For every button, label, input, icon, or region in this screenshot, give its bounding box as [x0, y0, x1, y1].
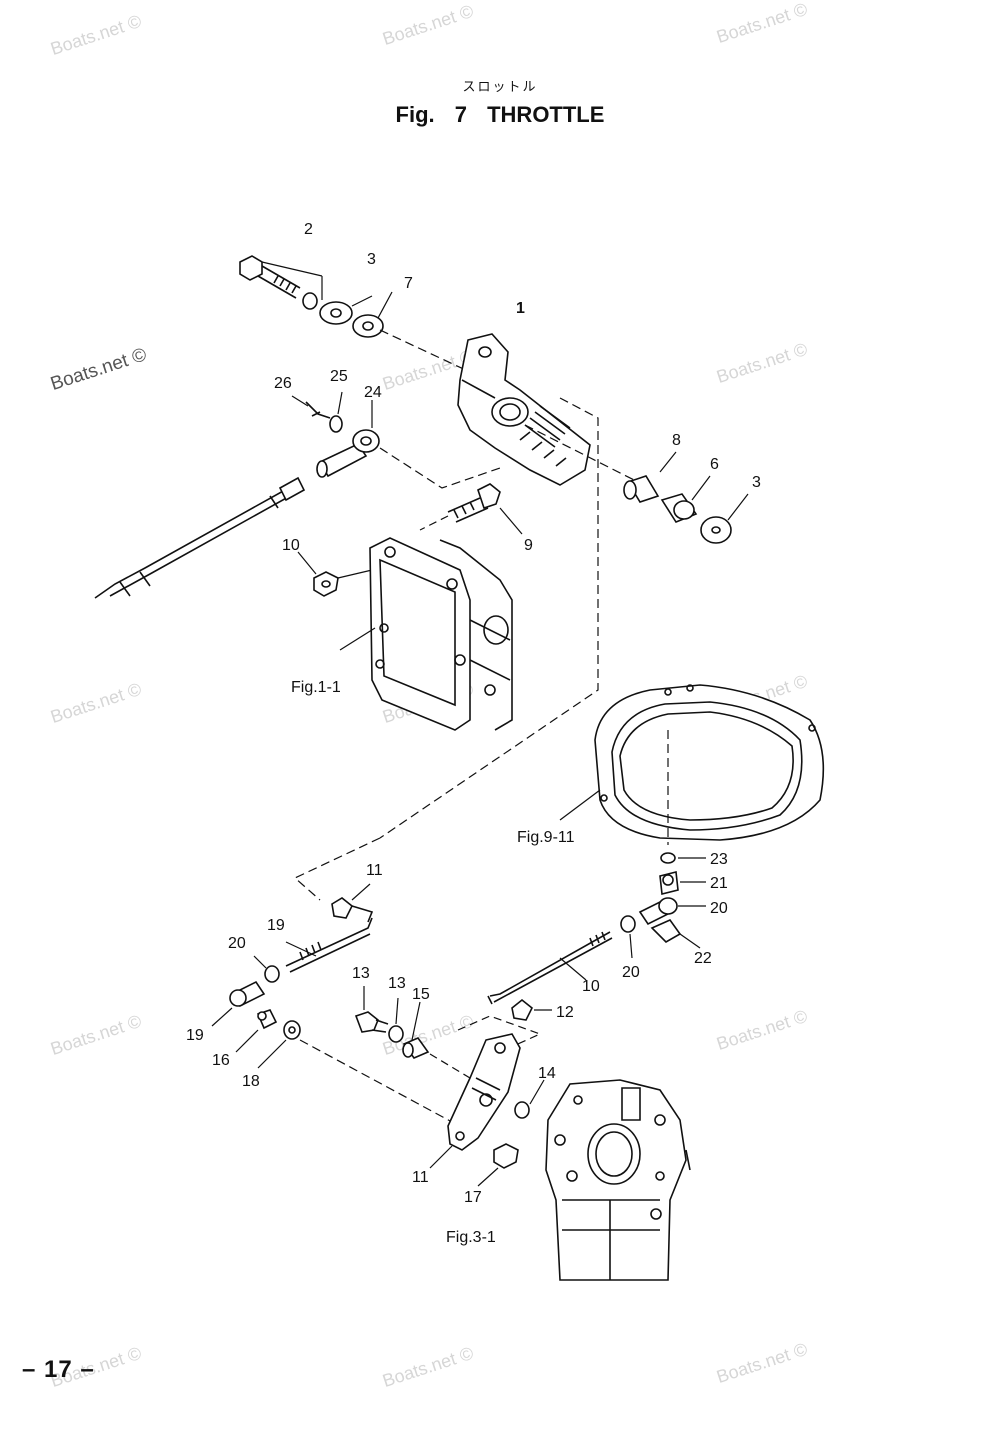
rod-18	[285, 917, 373, 973]
bolt-12	[354, 1011, 389, 1033]
callout-12: 13	[352, 965, 370, 982]
callout-26: 26	[274, 375, 292, 392]
callout-11-lever: 11	[412, 1169, 429, 1186]
callout-14: 15	[412, 986, 430, 1003]
housing-fig-1-1	[369, 537, 513, 731]
washer-5	[352, 314, 384, 338]
collar-6	[623, 475, 660, 503]
collar-14	[402, 1037, 430, 1059]
washer-23	[660, 852, 676, 864]
callout-19b: 20	[710, 900, 728, 917]
callout-4: 6	[710, 456, 719, 473]
clip-10b	[511, 998, 534, 1021]
nut-8	[313, 571, 339, 597]
bolt-2	[239, 255, 301, 299]
washer-3	[319, 301, 353, 325]
callout-19: 19	[186, 1027, 204, 1044]
callout-18: 19	[267, 917, 285, 934]
ref-fig-9-11: Fig.9-11	[517, 829, 575, 846]
pin-25	[329, 415, 343, 433]
callout-23: 23	[710, 851, 728, 868]
callout-24: 24	[364, 384, 382, 401]
washer-17	[283, 1020, 301, 1040]
clip-10	[331, 897, 374, 923]
callout-1: 1	[516, 300, 525, 317]
rod-end-19b	[638, 897, 678, 926]
callout-10: 11	[366, 862, 383, 879]
ball-joint-15	[256, 1009, 278, 1030]
callout-9: 10	[582, 978, 600, 995]
throttle-cable	[94, 476, 306, 599]
washer-13	[388, 1025, 404, 1043]
callout-10b: 12	[556, 1004, 574, 1021]
callout-3b: 3	[752, 474, 761, 491]
gasket-fig-9-11	[594, 684, 825, 841]
washer-small	[302, 292, 318, 310]
rod-end-19	[229, 980, 266, 1008]
callout-20-right: 20	[622, 964, 640, 981]
ref-fig-1-1: Fig.1-1	[291, 679, 341, 696]
figure-title: Fig. 7 THROTTLE	[395, 102, 605, 127]
callout-7: 9	[524, 537, 533, 554]
throttle-lever-1	[457, 333, 591, 486]
callout-13: 13	[388, 975, 406, 992]
callout-16: 17	[464, 1189, 482, 1206]
ref-fig-3-1: Fig.3-1	[446, 1229, 496, 1246]
carburetor-fig-3-1	[545, 1079, 691, 1281]
rod-end-24	[316, 429, 380, 478]
callout-5: 7	[404, 275, 413, 292]
callout-22: 22	[694, 950, 712, 967]
callout-6: 8	[672, 432, 681, 449]
callout-13b: 14	[538, 1065, 556, 1082]
bolt-7	[447, 483, 501, 523]
washer-20b	[620, 915, 636, 933]
callout-8: 10	[282, 537, 300, 554]
ball-joint-21	[659, 871, 679, 895]
callout-15: 16	[212, 1052, 230, 1069]
callout-21: 21	[710, 875, 728, 892]
rod-9	[487, 931, 613, 1005]
nut-16	[493, 1143, 519, 1169]
washer-20	[264, 965, 280, 983]
clip-26	[305, 401, 331, 419]
callout-25: 25	[330, 368, 348, 385]
callout-20: 20	[228, 935, 246, 952]
callout-2: 2	[304, 221, 313, 238]
bushing-4	[660, 493, 698, 523]
japanese-title: スロットル	[462, 79, 538, 94]
callout-3: 3	[367, 251, 376, 268]
callout-17: 18	[242, 1073, 260, 1090]
page-number: – 17 –	[22, 1356, 95, 1383]
throttle-lever-11	[447, 1033, 521, 1151]
washer-13b	[514, 1101, 530, 1119]
washer-3b	[700, 516, 732, 544]
link-dashed-upper	[379, 397, 599, 839]
